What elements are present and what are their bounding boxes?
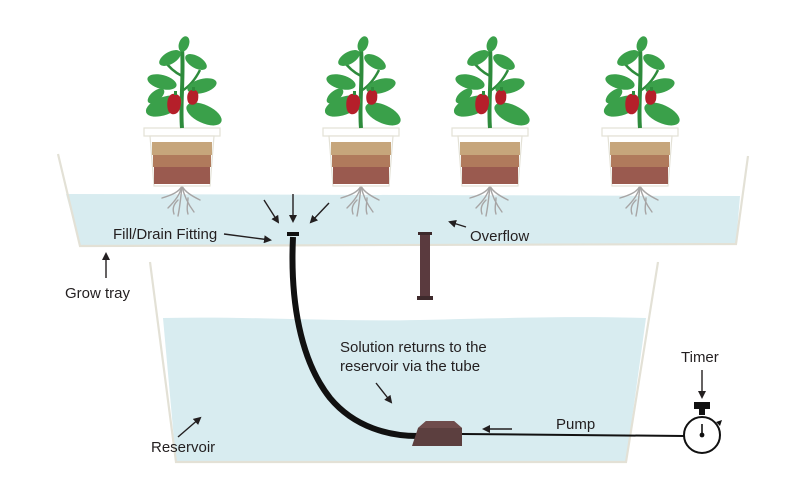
timer-label: Timer xyxy=(681,349,719,366)
overflow-label: Overflow xyxy=(470,228,530,245)
arrow-icon xyxy=(375,382,393,404)
return-tube xyxy=(287,232,419,439)
arrow-icon xyxy=(177,416,202,438)
reservoir-label: Reservoir xyxy=(151,439,216,456)
overflow-pipe xyxy=(417,232,433,300)
solution-returns-label-line1: Solution returns to the xyxy=(340,339,487,356)
fill-drain-fitting-label: Fill/Drain Fitting xyxy=(113,226,218,243)
arrow-icon xyxy=(448,219,467,228)
pepper-plant-icon xyxy=(320,32,407,218)
pepper-plant-icon xyxy=(141,32,228,218)
pepper-plant-icon xyxy=(449,32,536,218)
grow-tray-label: Grow tray xyxy=(65,285,131,302)
timer-cable xyxy=(461,433,685,437)
reservoir-tank xyxy=(148,261,660,464)
grow-tray xyxy=(56,153,750,248)
pepper-plant-icon xyxy=(599,32,686,218)
solution-returns-label-line2: reservoir via the tube xyxy=(340,358,481,375)
timer-icon xyxy=(683,402,722,454)
arrows xyxy=(102,194,706,438)
arrow-icon xyxy=(263,199,280,224)
pump-label: Pump xyxy=(556,416,596,433)
pump-icon xyxy=(412,421,462,446)
arrow-icon xyxy=(223,233,272,244)
arrow-icon xyxy=(309,202,330,224)
